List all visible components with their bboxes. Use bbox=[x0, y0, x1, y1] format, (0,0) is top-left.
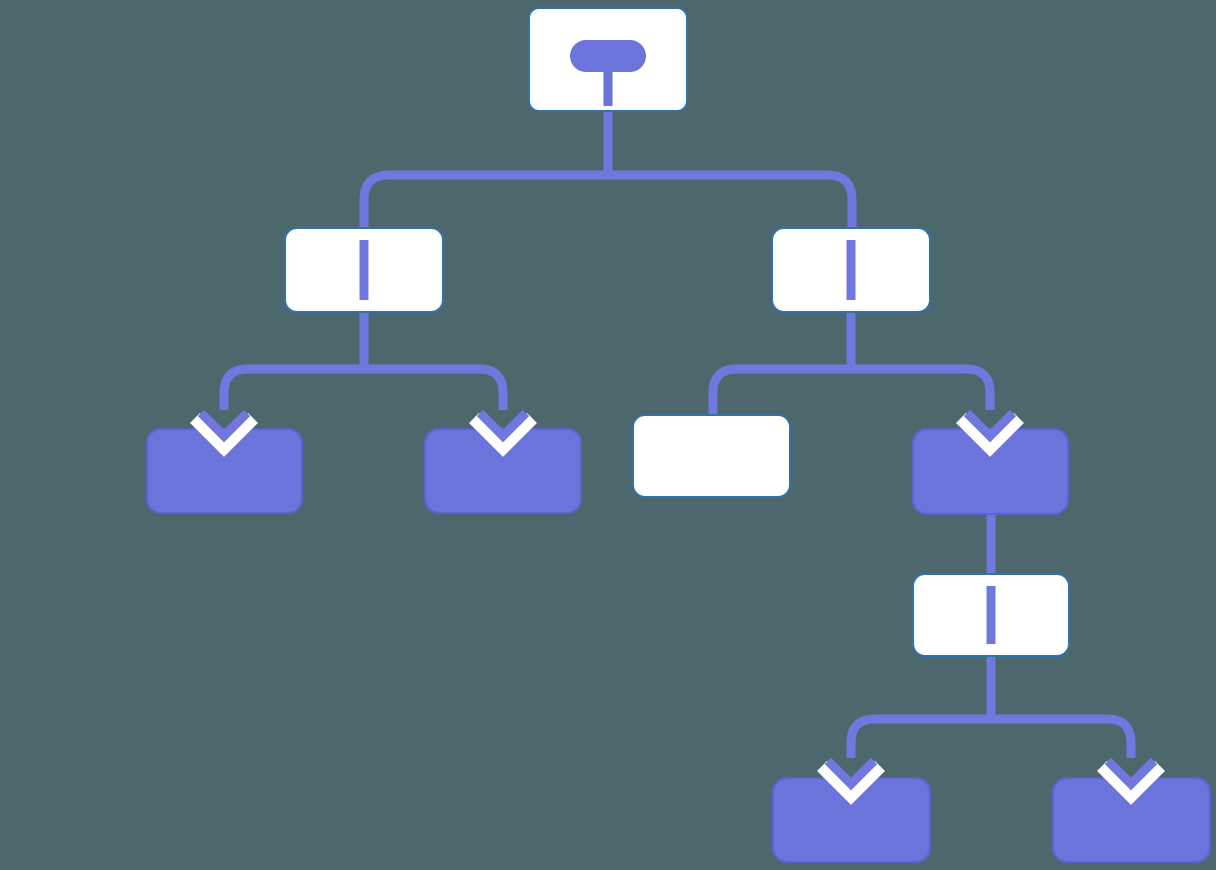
node-plain-1[interactable] bbox=[632, 414, 791, 498]
arrowhead-chevron-icon bbox=[197, 409, 251, 443]
connector-edge-bottom-split-left bbox=[846, 714, 991, 758]
connector-edge-right-split-to-plain bbox=[708, 364, 851, 418]
pass-through-bar-icon bbox=[846, 240, 856, 300]
connector-edge-left-split-to-leaf1 bbox=[219, 364, 364, 410]
arrowhead-chevron-icon bbox=[963, 409, 1017, 443]
root-pill-icon bbox=[570, 40, 646, 72]
arrowhead-chevron-outline-icon bbox=[956, 413, 1024, 457]
arrowhead-chevron-outline-icon bbox=[190, 413, 258, 457]
pass-through-bar-icon bbox=[359, 240, 369, 300]
connector-edge-top-split bbox=[359, 170, 857, 228]
arrowhead-chevron-icon bbox=[824, 757, 878, 791]
arrowhead-chevron-outline-icon bbox=[469, 413, 537, 457]
node-terminal-mid[interactable] bbox=[912, 428, 1069, 515]
root-pill-stem-icon bbox=[603, 70, 613, 106]
pass-through-bar-icon bbox=[986, 586, 996, 644]
arrowhead-chevron-icon bbox=[476, 409, 530, 443]
connector-edge-left-split-to-leaf2 bbox=[364, 364, 508, 410]
arrowhead-chevron-outline-icon bbox=[1097, 761, 1165, 805]
arrowhead-chevron-icon bbox=[1104, 757, 1158, 791]
node-leaf-1[interactable] bbox=[146, 428, 303, 514]
node-leaf-2[interactable] bbox=[424, 428, 582, 514]
connector-edge-right-split-to-term bbox=[851, 364, 995, 410]
connector-edge-bottom-split-right bbox=[991, 714, 1136, 758]
arrowhead-chevron-outline-icon bbox=[817, 761, 885, 805]
